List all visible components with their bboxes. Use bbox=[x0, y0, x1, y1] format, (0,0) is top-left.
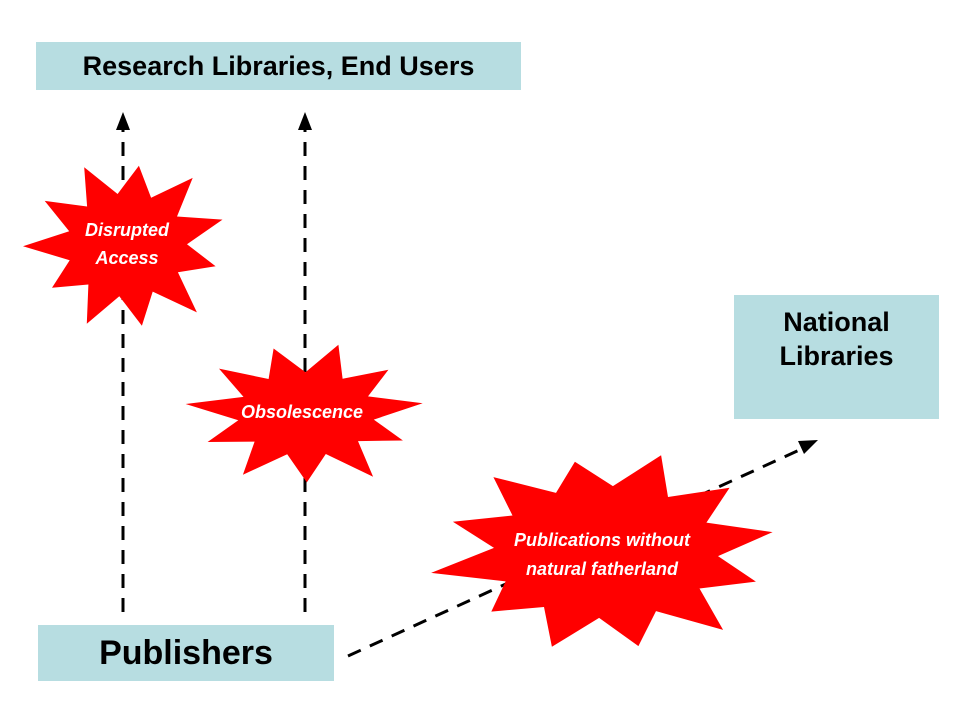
disrupted-access-burst bbox=[23, 165, 223, 326]
obsolescence-label: Obsolescence bbox=[241, 402, 363, 422]
publishers-box: Publishers bbox=[38, 625, 334, 681]
disrupted-label-line2: Access bbox=[94, 248, 158, 268]
arrowhead-left bbox=[116, 112, 130, 130]
national-libraries-label-line2: Libraries bbox=[779, 341, 894, 371]
publishers-label: Publishers bbox=[99, 633, 273, 672]
publications-label-line1: Publications without bbox=[514, 530, 691, 550]
arrowhead-diagonal bbox=[798, 440, 818, 454]
disrupted-label-line1: Disrupted bbox=[85, 220, 170, 240]
national-libraries-label-line1: National bbox=[783, 307, 890, 337]
arrowhead-middle bbox=[298, 112, 312, 130]
national-libraries-box: National Libraries bbox=[734, 295, 939, 419]
publications-label-line2: natural fatherland bbox=[526, 559, 679, 579]
research-libraries-box: Research Libraries, End Users bbox=[36, 42, 521, 90]
obsolescence-burst bbox=[185, 344, 423, 483]
research-libraries-label: Research Libraries, End Users bbox=[82, 50, 475, 81]
publications-burst bbox=[431, 455, 773, 647]
